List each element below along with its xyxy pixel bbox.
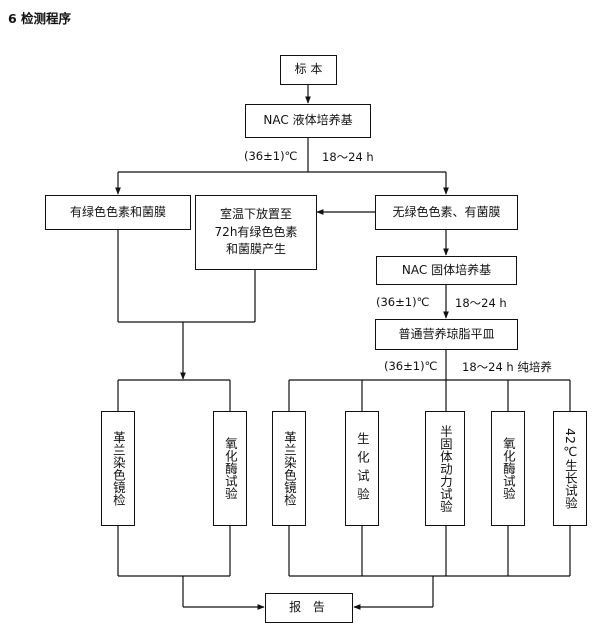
condition-3-temp: (36±1)℃ (384, 359, 438, 373)
nac-solid-box: NAC 固体培养基 (376, 256, 517, 285)
test-label: 42℃生长试验 (562, 428, 578, 509)
test-label: 生化试验 (354, 431, 370, 506)
room-temp-box: 室温下放置至 72h有绿色色素 和菌膜产生 (195, 195, 317, 270)
test-box-42c-growth: 42℃生长试验 (553, 411, 587, 526)
test-box-gram-stain-right: 革兰染色镜检 (272, 411, 306, 526)
test-label: 革兰染色镜检 (281, 431, 297, 506)
test-box-motility: 半固体动力试验 (425, 411, 465, 526)
test-box-biochemical: 生化试验 (345, 411, 379, 526)
condition-2-temp: (36±1)℃ (376, 295, 430, 309)
condition-1-temp: (36±1)℃ (244, 149, 298, 163)
test-box-oxidase-left: 氧化酶试验 (213, 411, 247, 526)
test-box-gram-stain-left: 革兰染色镜检 (101, 411, 135, 526)
test-label: 氧化酶试验 (500, 437, 516, 500)
test-label: 半固体动力试验 (437, 424, 453, 513)
condition-3-time: 18～24 h 纯培养 (462, 360, 552, 374)
specimen-box: 标 本 (280, 55, 337, 85)
condition-1-time: 18～24 h (322, 150, 374, 164)
green-pellicle-box: 有绿色色素和菌膜 (45, 195, 191, 230)
test-label: 革兰染色镜检 (110, 431, 126, 506)
nutrient-agar-box: 普通营养琼脂平皿 (375, 319, 518, 350)
condition-2-time: 18～24 h (455, 296, 507, 310)
report-box: 报 告 (265, 593, 353, 623)
no-green-box: 无绿色色素、有菌膜 (375, 195, 518, 230)
test-box-oxidase-right: 氧化酶试验 (491, 411, 525, 526)
section-title: 6 检测程序 (8, 11, 72, 26)
nac-broth-box: NAC 液体培养基 (245, 104, 371, 138)
test-label: 氧化酶试验 (222, 437, 238, 500)
